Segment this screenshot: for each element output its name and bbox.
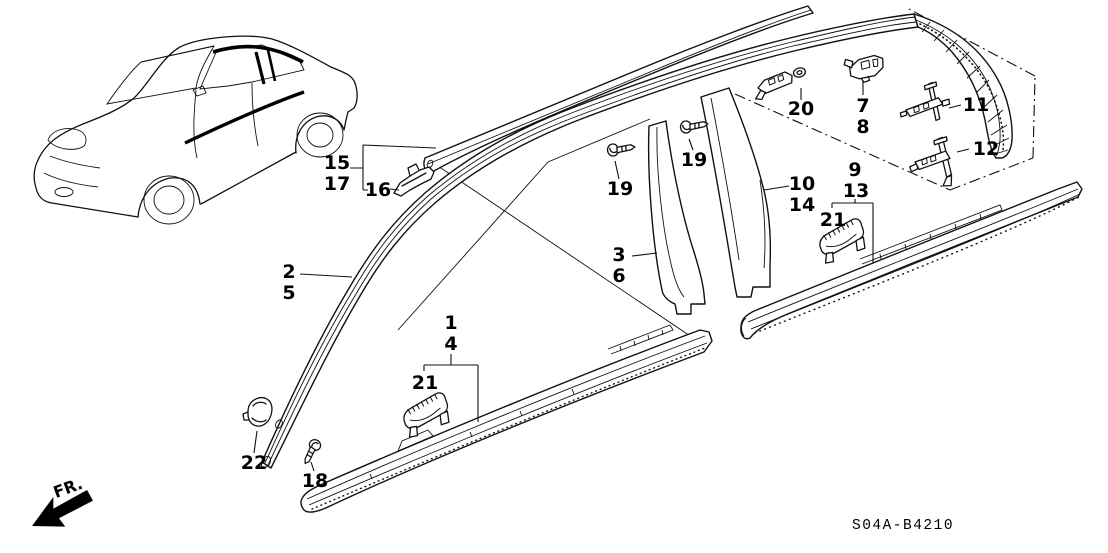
fr-direction-arrow: FR. [32, 474, 93, 527]
highlight-roof-molding [212, 44, 304, 64]
highlight-pillar-garnish-rear [266, 49, 277, 82]
callout-18: 18 [302, 470, 328, 492]
leader-lines [253, 80, 970, 472]
callout-16: 16 [365, 179, 391, 201]
clip-rail [607, 324, 674, 355]
callout-5: 5 [282, 282, 295, 304]
callout-7: 7 [856, 95, 869, 117]
callout-15: 15 [324, 152, 350, 174]
screw-19-right-icon [679, 118, 710, 135]
part-code: S04A-B4210 [852, 518, 954, 534]
highlight-pillar-garnish-front [254, 51, 266, 85]
callout-labels: 15 17 16 2 5 19 19 3 6 10 14 20 7 8 11 1… [241, 94, 999, 492]
callout-8: 8 [856, 116, 869, 138]
callout-21-front: 21 [412, 372, 438, 394]
front-door-molding-1-4 [300, 324, 713, 513]
callout-17: 17 [324, 173, 350, 195]
callout-9: 9 [848, 159, 861, 181]
screw-19-left-icon [606, 141, 637, 158]
clip-16-icon [393, 163, 435, 197]
callout-19-left: 19 [607, 178, 633, 200]
highlight-door-molding [184, 90, 305, 145]
clip-20-icon [754, 67, 807, 101]
callout-21-rear: 21 [820, 209, 846, 231]
fr-arrow-icon [32, 490, 93, 527]
clip-rail [859, 204, 1003, 265]
screw-18-icon [298, 436, 324, 467]
callout-19-right: 19 [681, 149, 707, 171]
clip-11-icon [899, 81, 951, 122]
body-outline-reference-lines [397, 118, 703, 345]
clip-seat [397, 429, 434, 452]
rear-door-molding-9-13 [740, 181, 1083, 340]
vehicle-inset [33, 35, 358, 225]
pillar-garnish-10-14 [700, 87, 772, 298]
callout-22: 22 [241, 452, 267, 474]
clip-7-8-icon [843, 54, 884, 83]
detail-boundary [734, 8, 1036, 191]
drip-molding-2-5 [260, 13, 1013, 469]
grommet-22-icon [242, 397, 273, 427]
callout-3: 3 [612, 244, 625, 266]
pillar-garnish-3-6 [647, 120, 706, 315]
callout-14: 14 [789, 194, 815, 216]
clip-12-icon [909, 136, 953, 187]
callout-10: 10 [789, 173, 815, 195]
callout-4: 4 [444, 333, 457, 355]
callout-20: 20 [788, 98, 814, 120]
drip-molding-rear-end [913, 13, 1013, 159]
callout-12: 12 [973, 138, 999, 160]
callout-6: 6 [612, 265, 625, 287]
callout-13: 13 [843, 180, 869, 202]
callout-2: 2 [282, 261, 295, 283]
callout-1: 1 [444, 312, 457, 334]
callout-11: 11 [963, 94, 989, 116]
